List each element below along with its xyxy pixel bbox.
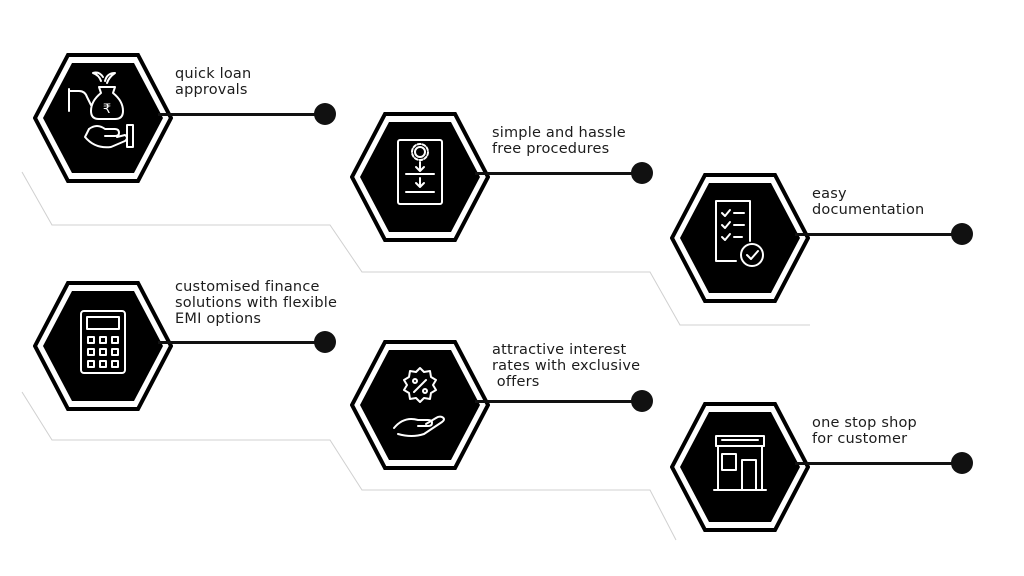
guide-line-bottom xyxy=(21,391,677,541)
label-line: EMI options xyxy=(175,311,262,327)
connector-line xyxy=(795,233,960,236)
checklist-check-icon xyxy=(715,200,764,267)
calculator-icon xyxy=(80,310,126,374)
connector-dot xyxy=(951,452,973,474)
label-line: quick loan xyxy=(175,66,252,82)
feature-label: customised finance solutions with flexib… xyxy=(175,279,365,327)
hand-percent-badge-icon xyxy=(393,367,445,437)
label-line: easy xyxy=(812,186,847,202)
label-line: offers xyxy=(492,374,540,390)
feature-attractive-interest: attractive interest rates with exclusive… xyxy=(350,340,680,490)
connector-dot xyxy=(631,390,653,412)
feature-easy-documentation: easy documentation xyxy=(670,173,1000,323)
hand-money-bag-rupee-icon: ₹ xyxy=(68,71,134,149)
label-line: customised finance xyxy=(175,279,320,295)
connector-line xyxy=(475,400,640,403)
label-line: documentation xyxy=(812,202,925,218)
hexagon-badge xyxy=(670,402,810,532)
feature-label: one stop shop for customer xyxy=(812,415,1002,447)
label-line: free procedures xyxy=(492,141,610,157)
label-line: simple and hassle xyxy=(492,125,626,141)
feature-one-stop-shop: one stop shop for customer xyxy=(670,402,1000,552)
connector-line xyxy=(158,341,323,344)
label-line: approvals xyxy=(175,82,248,98)
connector-dot xyxy=(314,331,336,353)
guide-line-top xyxy=(21,171,810,326)
svg-text:₹: ₹ xyxy=(103,102,111,117)
connector-dot xyxy=(951,223,973,245)
feature-label: simple and hassle free procedures xyxy=(492,125,682,157)
feature-label: easy documentation xyxy=(812,186,1002,218)
feature-simple-procedures: simple and hassle free procedures xyxy=(350,112,680,262)
feature-label: attractive interest rates with exclusive… xyxy=(492,342,682,390)
feature-quick-loan: ₹ quick loan approvals xyxy=(33,53,363,203)
connector-dot xyxy=(314,103,336,125)
connector-line xyxy=(158,113,323,116)
storefront-icon xyxy=(713,435,767,491)
hexagon-badge: ₹ xyxy=(33,53,173,183)
label-line: for customer xyxy=(812,431,908,447)
connector-line xyxy=(795,462,960,465)
hexagon-badge xyxy=(350,340,490,470)
label-line: solutions with flexible xyxy=(175,295,338,311)
feature-label: quick loan approvals xyxy=(175,66,365,98)
hexagon-badge xyxy=(33,281,173,411)
label-line: one stop shop xyxy=(812,415,917,431)
label-line: rates with exclusive xyxy=(492,358,641,374)
feature-customised-finance: customised finance solutions with flexib… xyxy=(33,279,365,431)
connector-line xyxy=(475,172,640,175)
label-line: attractive interest xyxy=(492,342,627,358)
hexagon-badge xyxy=(350,112,490,242)
connector-dot xyxy=(631,162,653,184)
process-flow-document-icon xyxy=(397,139,443,205)
hexagon-badge xyxy=(670,173,810,303)
